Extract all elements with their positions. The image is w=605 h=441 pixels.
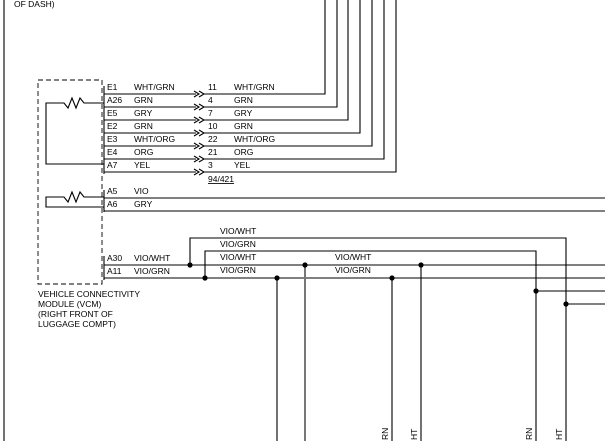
color-label-a5: VIO [134, 186, 149, 196]
label-mid-vio-grn-1: VIO/GRN [220, 265, 256, 275]
pin-label-a30: A30 [107, 253, 122, 263]
pin-row-a6: A6 GRY [104, 199, 605, 212]
wire-color-label: WHT/ORG [234, 134, 275, 144]
pin-label: E4 [107, 147, 118, 157]
pin-row: E2 GRN 10 GRN [104, 0, 361, 137]
splice-dot [302, 262, 308, 268]
pin-row: E5 GRY 7 GRY [104, 0, 349, 124]
bottom-label-ht-2: HT [554, 429, 564, 440]
pin-color-label: GRN [134, 95, 153, 105]
pin-color-label: GRY [134, 108, 153, 118]
color-label-a6: GRY [134, 199, 153, 209]
wire-cavity-to-riser [204, 0, 338, 108]
wire-cavity-to-riser [204, 0, 361, 134]
pin-row: E4 ORG 21 ORG [104, 0, 385, 163]
cavity-label: 21 [208, 147, 218, 157]
pin-color-label: YEL [134, 160, 150, 170]
wire-color-label: WHT/GRN [234, 82, 275, 92]
pin-label: E2 [107, 121, 118, 131]
wire-color-label: GRY [234, 108, 253, 118]
bottom-label-rn-1: RN [380, 428, 390, 440]
pin-row-a5: A5 VIO [104, 186, 605, 199]
pin-label-a11: A11 [107, 266, 122, 276]
pin-label-a5: A5 [107, 186, 118, 196]
splice-dot [533, 288, 539, 294]
wire-cavity-to-riser [204, 0, 385, 160]
pin-label: E3 [107, 134, 118, 144]
connector-ref: 94/421 [208, 174, 234, 184]
pin-label: E5 [107, 108, 118, 118]
splice-dot [187, 262, 193, 268]
label-mid-vio-wht-1: VIO/WHT [220, 252, 256, 262]
splice-dot [418, 262, 424, 268]
header-fragment: OF DASH) [14, 0, 55, 9]
pin-label: E1 [107, 82, 118, 92]
wire-loop-vio-grn [204, 250, 537, 441]
module-label-line-2: MODULE (VCM) [38, 299, 101, 309]
wire-cavity-to-riser [204, 0, 373, 147]
connector-chevron [193, 90, 201, 98]
pin-color-label: WHT/ORG [134, 134, 175, 144]
label-top-vio-wht: VIO/WHT [220, 226, 256, 236]
resistor-bracket-lower [45, 190, 104, 208]
module-label: VEHICLE CONNECTIVITY MODULE (VCM) (RIGHT… [38, 289, 140, 329]
cavity-label: 10 [208, 121, 218, 131]
wire-color-label: YEL [234, 160, 250, 170]
pin-label: A7 [107, 160, 118, 170]
connector-chevron [193, 116, 201, 124]
splice-dot [202, 275, 208, 281]
connector-chevron [193, 168, 201, 176]
pin-color-label: ORG [134, 147, 153, 157]
cavity-label: 4 [208, 95, 213, 105]
splice-dot [274, 275, 280, 281]
wire-color-label: GRN [234, 121, 253, 131]
module-label-line-3: (RIGHT FRONT OF [38, 309, 113, 319]
wire-color-label: ORG [234, 147, 253, 157]
pin-label: A26 [107, 95, 122, 105]
label-top-vio-grn: VIO/GRN [220, 239, 256, 249]
wire-cavity-to-riser [204, 0, 397, 173]
connector-chevron [193, 155, 201, 163]
module-label-line-4: LUGGAGE COMPT) [38, 319, 116, 329]
pin-color-label: GRN [134, 121, 153, 131]
label-mid-vio-grn-2: VIO/GRN [335, 265, 371, 275]
vcm-module-box [37, 79, 103, 285]
wire-cavity-to-riser [204, 0, 326, 95]
color-label-a30: VIO/WHT [134, 253, 170, 263]
connector-chevron [193, 142, 201, 150]
cavity-label: 7 [208, 108, 213, 118]
cavity-label: 22 [208, 134, 218, 144]
splice-dot [563, 301, 569, 307]
color-label-a11: VIO/GRN [134, 266, 170, 276]
module-label-line-1: VEHICLE CONNECTIVITY [38, 289, 140, 299]
bottom-label-ht-1: HT [409, 429, 419, 440]
connector-chevron [193, 103, 201, 111]
wire-cavity-to-riser [204, 0, 349, 121]
can-bus-section: A30 VIO/WHT A11 VIO/GRN VIO/WHT VIO/GRN … [104, 226, 605, 441]
pin-color-label: WHT/GRN [134, 82, 175, 92]
connector-chevron [193, 129, 201, 137]
cavity-label: 11 [208, 82, 217, 92]
bottom-label-rn-2: RN [524, 428, 534, 440]
pin-row: A7 YEL 3 YEL [104, 0, 397, 176]
pin-row: E3 WHT/ORG 22 WHT/ORG [104, 0, 373, 150]
wire-color-label: GRN [234, 95, 253, 105]
wire-loop-vio-wht [189, 237, 567, 441]
pin-row: E1 WHT/GRN 11 WHT/GRN [104, 0, 326, 98]
splice-dot [389, 275, 395, 281]
pin-row: A26 GRN 4 GRN [104, 0, 338, 111]
cavity-label: 3 [208, 160, 213, 170]
pin-label-a6: A6 [107, 199, 118, 209]
resistor-bracket-upper [45, 96, 104, 165]
label-mid-vio-wht-2: VIO/WHT [335, 252, 371, 262]
